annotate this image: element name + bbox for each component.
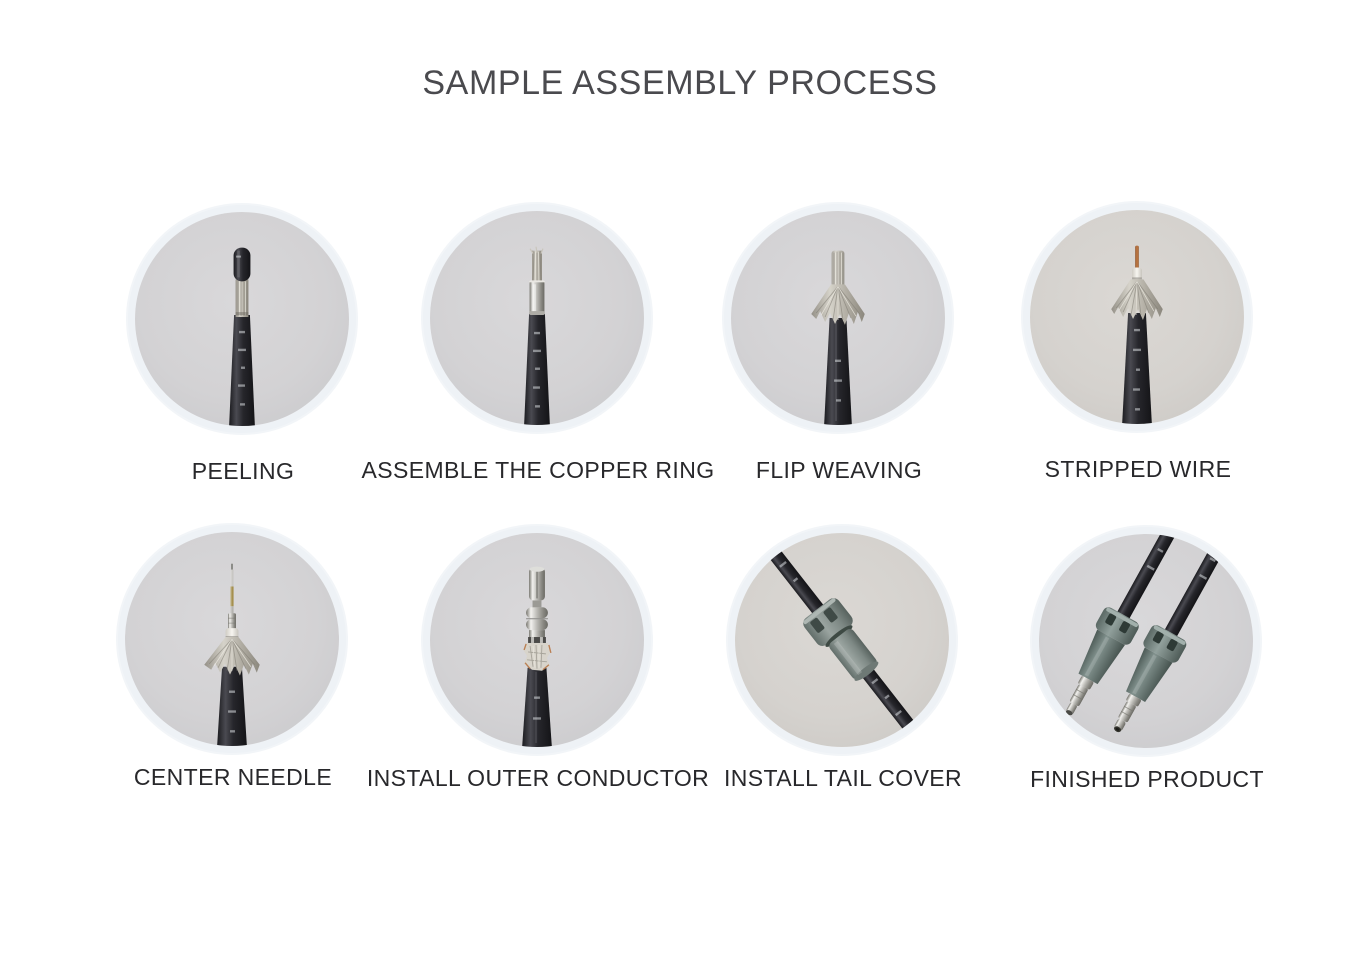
tail-cover xyxy=(803,598,879,681)
outer-conductor-photo xyxy=(430,533,644,747)
assembly-step-finished-product: FINISHED PRODUCT xyxy=(1030,534,1264,792)
step-label: CENTER NEEDLE xyxy=(133,764,333,790)
peeled-cable-illustration xyxy=(229,247,255,426)
assembly-step-flip-weaving: FLIP WEAVING xyxy=(731,211,947,483)
step-label: FLIP WEAVING xyxy=(755,457,923,483)
stripped-wire-illustration xyxy=(1111,245,1163,424)
cable-jacket-lower xyxy=(229,315,255,426)
connector-clamp-ring xyxy=(1095,607,1139,645)
cable-jacket xyxy=(1114,534,1186,624)
flipped-braid-skirt xyxy=(1111,279,1163,320)
assembly-step-outer-conductor: INSTALL OUTER CONDUCTOR xyxy=(367,533,709,791)
metal-terminal-tip xyxy=(1114,694,1141,733)
center-needle-pin xyxy=(230,563,234,615)
tail-cover-on-cable-illustration xyxy=(735,533,949,747)
frayed-braid-tip xyxy=(529,246,544,284)
cable-jacket-lower xyxy=(524,314,550,425)
assembly-step-peeling: PEELING xyxy=(135,212,351,484)
finished-connector-b xyxy=(1114,534,1233,733)
inner-braid-column xyxy=(831,250,845,287)
metal-terminal-tip xyxy=(1065,676,1094,716)
finished-product-photo xyxy=(1039,534,1253,748)
cable-jacket-lower xyxy=(1122,313,1152,424)
exposed-braid-section xyxy=(235,279,249,318)
step-label: ASSEMBLE THE COPPER RING xyxy=(361,457,715,483)
cable-jacket-lower xyxy=(217,666,247,746)
cable-jacket-lower xyxy=(824,318,852,425)
assembly-step-center-needle: CENTER NEEDLE xyxy=(125,532,341,790)
flipped-braid-skirt xyxy=(204,637,260,676)
white-dielectric-bead xyxy=(1132,267,1142,280)
assembly-step-stripped-wire: STRIPPED WIRE xyxy=(1030,210,1246,482)
cable-jacket xyxy=(1162,534,1233,642)
tail-cover-photo xyxy=(735,533,949,747)
metal-outer-conductor xyxy=(526,566,548,643)
crimped-braid-section xyxy=(523,642,552,671)
center-needle-illustration xyxy=(204,563,260,746)
flipped-braid-cable-illustration xyxy=(811,250,865,425)
peeling-photo xyxy=(135,212,349,426)
step-label: INSTALL TAIL COVER xyxy=(723,765,963,791)
connector-clamp-ring xyxy=(1143,625,1187,663)
assembly-step-tail-cover: INSTALL TAIL COVER xyxy=(724,533,962,791)
assembly-step-copper-ring: ASSEMBLE THE COPPER RING xyxy=(362,211,714,483)
diagonal-cable-assembly xyxy=(735,533,949,747)
connector-body xyxy=(1126,647,1173,703)
stripped-wire-photo xyxy=(1030,210,1244,424)
copper-center-conductor xyxy=(1135,245,1139,270)
cable-jacket-tip xyxy=(233,247,251,282)
step-label: PEELING xyxy=(191,458,295,484)
outer-conductor-terminal-illustration xyxy=(522,566,552,747)
step-label: INSTALL OUTER CONDUCTOR xyxy=(366,765,710,791)
page-title: SAMPLE ASSEMBLY PROCESS xyxy=(422,64,938,102)
flip-weaving-photo xyxy=(731,211,945,425)
white-dielectric-ring xyxy=(225,628,239,639)
copper-ring-cable-illustration xyxy=(524,246,550,425)
finished-connector-a xyxy=(1065,534,1186,716)
copper-ring-sleeve xyxy=(529,280,545,316)
copper-ring-photo xyxy=(430,211,644,425)
step-label: STRIPPED WIRE xyxy=(1044,456,1232,482)
finished-connectors-illustration xyxy=(1065,534,1233,733)
crimp-barrel xyxy=(228,613,236,630)
center-needle-photo xyxy=(125,532,339,746)
cable-jacket-lower xyxy=(522,667,552,747)
connector-body xyxy=(1078,629,1125,685)
step-label: FINISHED PRODUCT xyxy=(1030,766,1264,792)
flipped-braid-skirt xyxy=(811,284,865,325)
